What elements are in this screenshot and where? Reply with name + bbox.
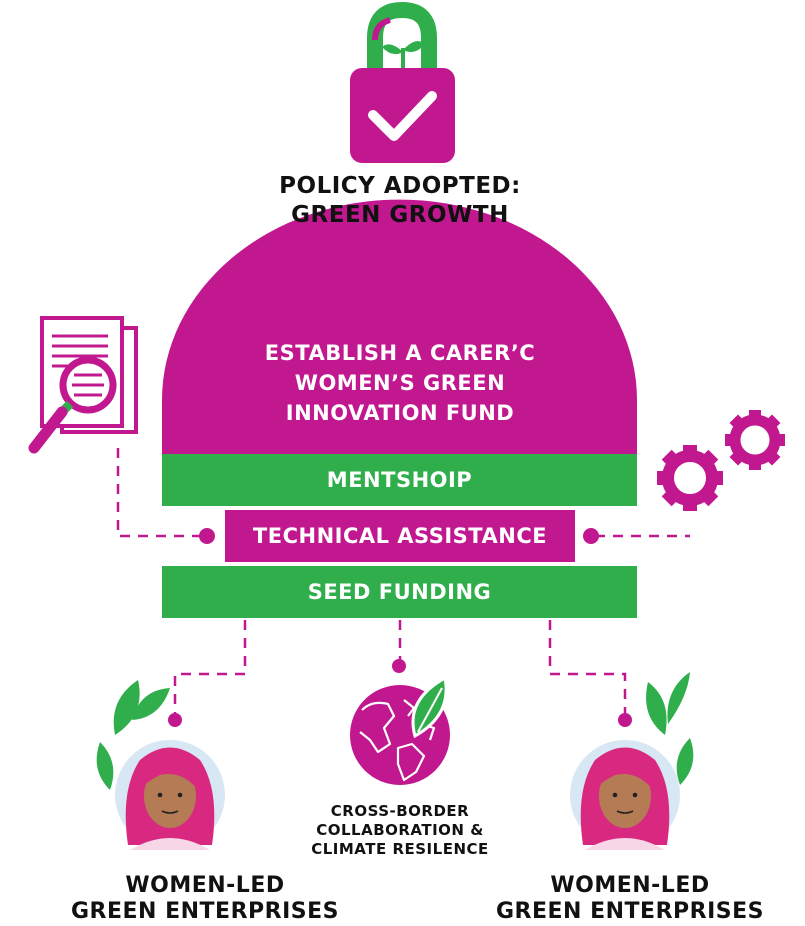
policy-title: POLICY ADOPTED: GREEN GROWTH	[200, 172, 600, 230]
band-technical-assistance: TECHNICAL ASSISTANCE	[252, 524, 548, 548]
connector-dot	[392, 659, 406, 673]
band-seed-funding: SEED FUNDING	[307, 580, 492, 604]
women-led-caption-line: WOMEN-LED	[550, 873, 710, 898]
connector-dot	[618, 713, 632, 727]
band-mentorship: MENTSHOIP	[326, 468, 473, 492]
connector-dot	[583, 528, 599, 544]
woman-avatar-with-leaves-icon	[570, 672, 694, 850]
band-technical-bg	[225, 510, 575, 562]
fund-title-line: INNOVATION FUND	[285, 401, 515, 425]
gears-icon	[657, 410, 785, 511]
woman-avatar-with-leaves-icon	[96, 680, 225, 850]
band-mentorship-bg	[162, 454, 637, 506]
document-magnifier-icon	[28, 316, 138, 454]
fund-title-line: WOMEN’S GREEN	[294, 371, 506, 395]
collaboration-caption-line: CLIMATE RESILENCE	[311, 840, 489, 858]
collaboration-caption-line: CROSS-BORDER	[330, 802, 470, 820]
globe-leaf-icon	[350, 675, 450, 785]
band-seed-bg	[162, 566, 637, 618]
women-led-caption-left: WOMEN-LED GREEN ENTERPRISES	[0, 873, 410, 925]
women-led-caption-line: GREEN ENTERPRISES	[70, 899, 339, 924]
policy-title-line: GREEN GROWTH	[291, 202, 509, 228]
fund-dome	[162, 199, 637, 455]
fund-title: ESTABLISH A CARER’C WOMEN’S GREEN INNOVA…	[200, 338, 600, 428]
collaboration-caption-line: COLLABORATION &	[316, 821, 484, 839]
women-led-caption-right: WOMEN-LED GREEN ENTERPRISES	[425, 873, 805, 925]
collaboration-caption: CROSS-BORDER COLLABORATION & CLIMATE RES…	[250, 802, 550, 859]
women-led-caption-line: GREEN ENTERPRISES	[495, 899, 764, 924]
connectors	[116, 448, 690, 714]
connector-dot	[168, 713, 182, 727]
policy-title-line: POLICY ADOPTED:	[279, 173, 521, 199]
connector-dot	[199, 528, 215, 544]
padlock-check-sprout-icon	[350, 1, 455, 163]
fund-title-line: ESTABLISH A CARER’C	[264, 341, 536, 365]
women-led-caption-line: WOMEN-LED	[125, 873, 285, 898]
